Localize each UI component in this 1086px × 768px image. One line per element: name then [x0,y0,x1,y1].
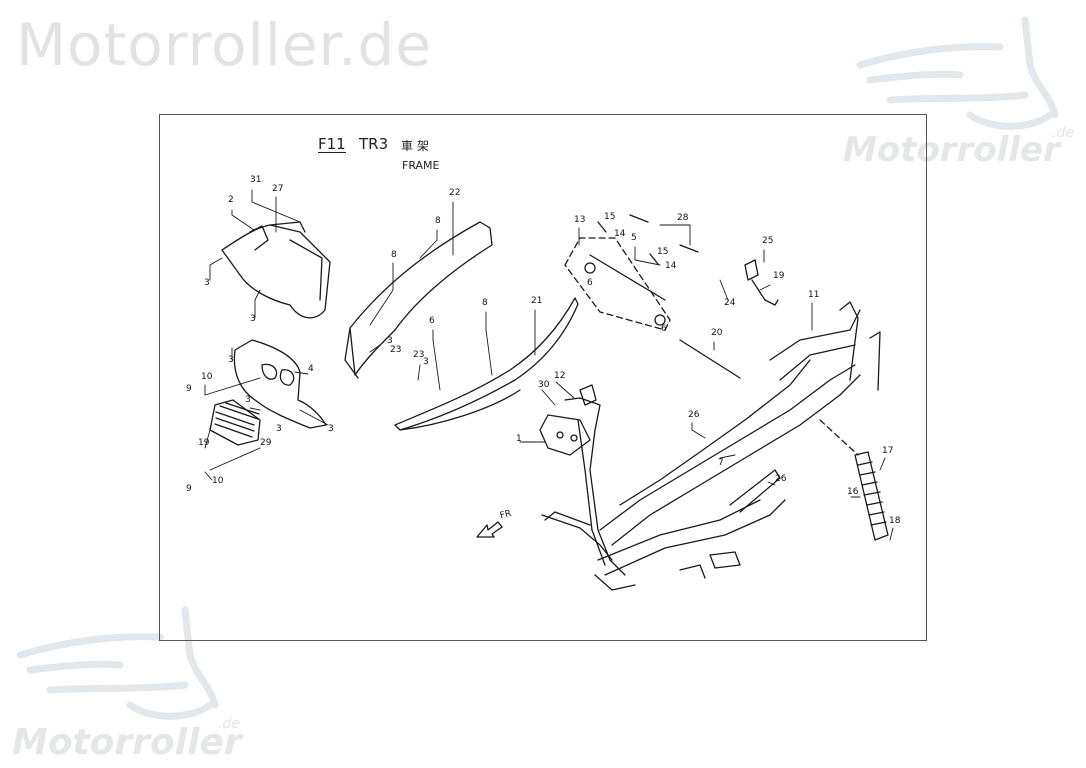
pivot-rod [679,339,741,379]
headstock-bracket [539,384,597,456]
part-callout-9: 9 [186,484,192,494]
front-direction-arrow-icon [476,521,503,538]
part-callout-3: 3 [250,314,256,324]
main-frame [541,301,881,591]
part-callout-3: 3 [245,395,251,405]
stand-bracket-assembly [564,214,699,331]
part-callout-15: 15 [657,247,669,257]
watermark-logo-suffix-bottom: .de [218,716,240,732]
part-callout-3: 3 [423,357,429,367]
part-callout-14: 14 [614,229,626,239]
part-callout-1: 1 [516,434,522,444]
part-callout-31: 31 [250,175,262,185]
front-upper-cover [221,221,331,319]
floor-side-panel [394,297,579,431]
part-callout-16: 16 [847,487,859,497]
part-callout-23: 23 [390,345,402,355]
part-callout-20: 20 [711,328,723,338]
part-callout-3: 3 [387,336,393,346]
part-callout-8: 8 [482,298,488,308]
part-callout-8: 8 [391,250,397,260]
part-callout-2: 2 [228,195,234,205]
watermark-logo-text-bottom: Motorroller [12,722,242,763]
part-callout-19: 19 [198,438,210,448]
part-callout-24: 24 [724,298,736,308]
model-code: TR3 [359,135,389,153]
watermark-title: Motorroller.de [16,11,433,79]
part-callout-6: 6 [587,278,593,288]
stand-spring-bracket [744,259,779,306]
part-callout-6: 6 [429,316,435,326]
part-callout-21: 21 [531,296,543,306]
part-callout-29: 29 [260,438,272,448]
part-callout-3: 3 [228,355,234,365]
part-callout-26: 26 [775,474,787,484]
part-callout-3: 3 [204,278,210,288]
part-callout-12: 12 [554,371,566,381]
part-callout-22: 22 [449,188,461,198]
watermark-logo-suffix: .de [1052,125,1074,141]
part-callout-15: 15 [604,212,616,222]
part-callout-11: 11 [808,290,820,300]
diagram-border [159,114,927,641]
rear-shock-absorber [854,451,889,541]
part-callout-14: 14 [665,261,677,271]
part-callout-3: 3 [276,424,282,434]
part-callout-7: 7 [718,458,724,468]
part-callout-8: 8 [435,216,441,226]
part-callout-26: 26 [688,410,700,420]
part-callout-18: 18 [889,516,901,526]
part-callout-6: 6 [661,324,667,334]
title-chinese: 車架 [401,139,434,153]
scooter-logo-icon-bottom [16,606,219,720]
scooter-logo-icon [856,16,1059,130]
part-callout-27: 27 [272,184,284,194]
part-callout-17: 17 [882,446,894,456]
part-callout-10: 10 [212,476,224,486]
title-english: FRAME [402,159,440,172]
part-callout-3: 3 [328,424,334,434]
part-callout-19: 19 [773,271,785,281]
part-callout-30: 30 [538,380,550,390]
part-callout-5: 5 [631,233,637,243]
section-code: F11 [318,135,346,153]
part-callout-28: 28 [677,213,689,223]
part-callout-25: 25 [762,236,774,246]
part-callout-10: 10 [201,372,213,382]
part-callout-13: 13 [574,215,586,225]
watermark-logo-text: Motorroller [843,130,1060,170]
grille [209,399,261,446]
part-callout-4: 4 [308,364,314,374]
part-callout-9: 9 [186,384,192,394]
front-lower-cover [233,339,327,429]
part-callout-23: 23 [413,350,425,360]
